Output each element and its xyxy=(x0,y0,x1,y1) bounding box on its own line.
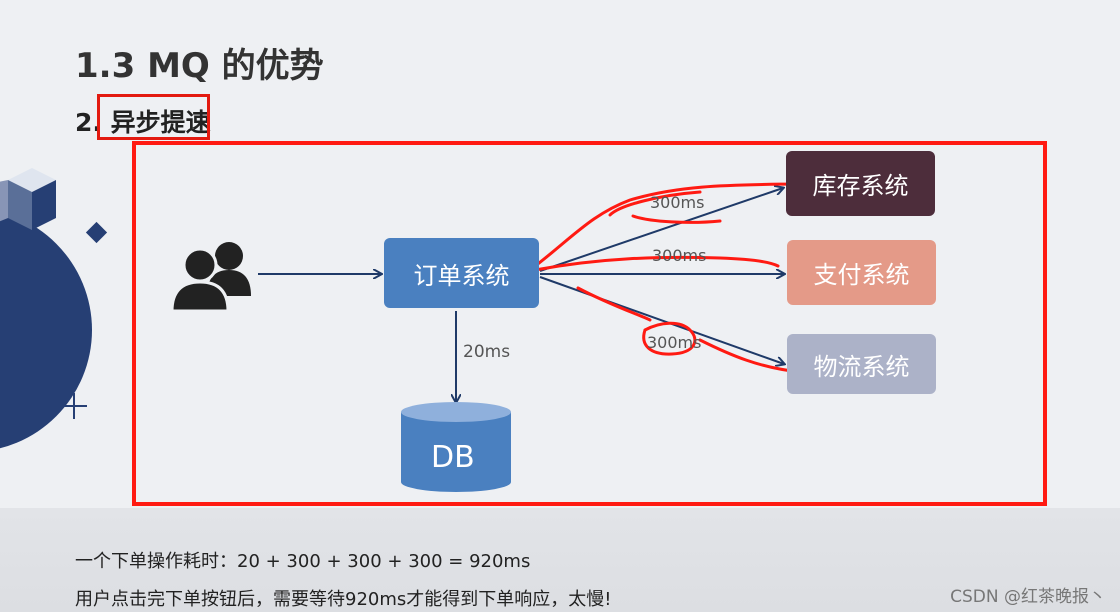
logistics-system-label: 物流系统 xyxy=(813,352,910,381)
edge-label-logistics: 300ms xyxy=(647,333,702,352)
diagram-highlight-frame xyxy=(132,141,1047,506)
edge-order-to-stock xyxy=(539,188,783,272)
decor-diamond xyxy=(85,221,108,244)
order-system-node: 订单系统 xyxy=(384,238,539,308)
notes-line-2: 用户点击完下单按钮后，需要等待920ms才能得到下单响应，太慢! xyxy=(75,589,612,610)
page-title: 1.3 MQ 的优势 xyxy=(75,46,324,86)
decor-plus-icon xyxy=(61,393,87,419)
edge-order-to-logistics xyxy=(539,276,784,364)
order-system-label: 订单系统 xyxy=(413,261,510,290)
annotation-scribble-stock xyxy=(528,182,792,272)
users-icon xyxy=(170,242,251,313)
decor-circle xyxy=(0,211,92,449)
notes-band xyxy=(0,508,1120,612)
db-label: DB xyxy=(431,440,475,475)
section-subtitle: 2. 异步提速 xyxy=(75,94,211,140)
annotation-scribble-logistics-2 xyxy=(698,338,802,374)
stock-system-label: 库存系统 xyxy=(812,172,909,200)
edge-label-pay: 300ms xyxy=(652,246,707,265)
annotation-underline-stock xyxy=(631,214,722,224)
annotation-circle-300ms xyxy=(642,321,697,356)
notes-line-1: 一个下单操作耗时：20 + 300 + 300 + 300 = 920ms xyxy=(75,551,531,572)
stock-system-node: 库存系统 xyxy=(786,151,935,216)
logistics-system-node: 物流系统 xyxy=(787,334,936,394)
edge-label-stock: 300ms xyxy=(650,193,705,212)
annotation-scribble-stock-2 xyxy=(608,190,702,217)
edge-label-db: 20ms xyxy=(463,342,511,362)
pay-system-node: 支付系统 xyxy=(787,240,936,305)
watermark: CSDN @红茶晚报丶 xyxy=(950,587,1106,607)
annotation-scribble-logistics xyxy=(576,286,652,322)
decor-cube xyxy=(0,168,56,230)
annotation-scribble-pay xyxy=(533,255,780,272)
pay-system-label: 支付系统 xyxy=(813,261,910,289)
db-cylinder-icon xyxy=(401,402,511,492)
subtitle-highlight-box xyxy=(97,94,210,140)
